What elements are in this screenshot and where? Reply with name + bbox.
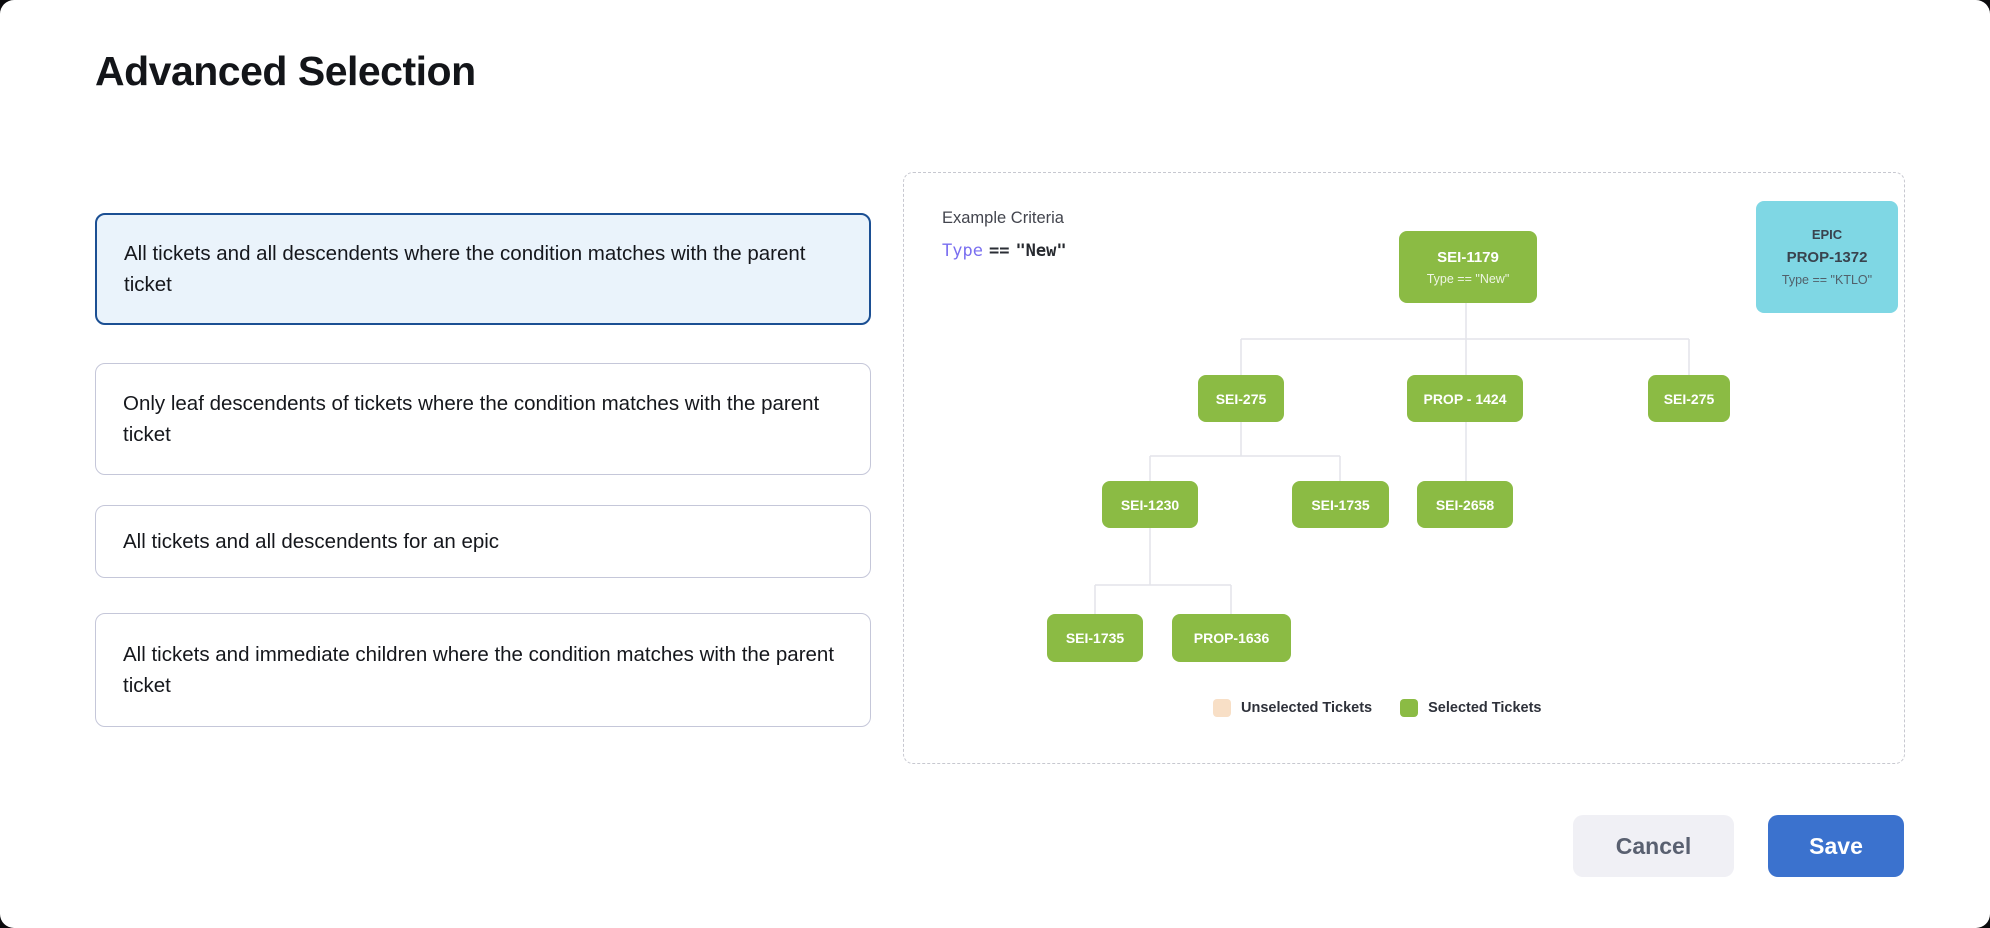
epic-criteria: Type == "KTLO" bbox=[1781, 273, 1873, 287]
legend: Unselected Tickets Selected Tickets bbox=[1213, 699, 1542, 717]
tree-node: SEI-1230 bbox=[1102, 481, 1198, 528]
save-button[interactable]: Save bbox=[1768, 815, 1904, 877]
ticket-id: SEI-1735 bbox=[1311, 496, 1370, 513]
option-leaf-descendents-condition[interactable]: Only leaf descendents of tickets where t… bbox=[95, 363, 871, 475]
tree-node: SEI-1735 bbox=[1292, 481, 1389, 528]
legend-label: Selected Tickets bbox=[1428, 700, 1542, 716]
option-label: All tickets and immediate children where… bbox=[123, 643, 835, 697]
legend-item-selected: Selected Tickets bbox=[1400, 699, 1542, 717]
ticket-id: PROP - 1424 bbox=[1423, 390, 1507, 407]
epic-type-label: EPIC bbox=[1811, 227, 1843, 242]
option-all-descendents-epic[interactable]: All tickets and all descendents for an e… bbox=[95, 505, 871, 578]
legend-label: Unselected Tickets bbox=[1241, 700, 1373, 716]
tree-node: SEI-275 bbox=[1648, 375, 1730, 422]
ticket-id: SEI-1735 bbox=[1065, 630, 1125, 646]
option-all-descendents-condition[interactable]: All tickets and all descendents where th… bbox=[95, 213, 871, 325]
option-label: Only leaf descendents of tickets where t… bbox=[123, 392, 820, 446]
tree-node: SEI-1735 bbox=[1047, 614, 1143, 662]
ticket-criteria: Type == "New" bbox=[1426, 271, 1510, 286]
tree-node: PROP-1636 bbox=[1172, 614, 1291, 662]
option-label: All tickets and all descendents where th… bbox=[124, 242, 806, 296]
criteria-expression: Type=="New" bbox=[942, 241, 1067, 261]
epic-card: EPIC PROP-1372 Type == "KTLO" bbox=[1756, 201, 1898, 313]
tree-node-root: SEI-1179 Type == "New" bbox=[1399, 231, 1537, 303]
example-criteria-panel: Example Criteria Type=="New" EPIC PROP-1… bbox=[903, 172, 1905, 764]
tree-node: PROP - 1424 bbox=[1407, 375, 1523, 422]
ticket-id: SEI-275 bbox=[1215, 390, 1267, 407]
ticket-id: SEI-2658 bbox=[1435, 496, 1495, 513]
criteria-field: Type bbox=[942, 241, 983, 261]
epic-id: PROP-1372 bbox=[1786, 249, 1868, 266]
unselected-tickets-swatch bbox=[1213, 699, 1231, 717]
criteria-value: "New" bbox=[1015, 241, 1067, 261]
example-criteria-heading: Example Criteria bbox=[942, 209, 1064, 227]
option-label: All tickets and all descendents for an e… bbox=[123, 530, 500, 553]
option-immediate-children-condition[interactable]: All tickets and immediate children where… bbox=[95, 613, 871, 727]
ticket-id: SEI-1179 bbox=[1437, 248, 1499, 266]
tree-node: SEI-275 bbox=[1198, 375, 1284, 422]
ticket-id: SEI-1230 bbox=[1120, 496, 1180, 513]
tree-node: SEI-2658 bbox=[1417, 481, 1513, 528]
criteria-operator: == bbox=[988, 241, 1010, 261]
legend-item-unselected: Unselected Tickets bbox=[1213, 699, 1372, 717]
page-title: Advanced Selection bbox=[95, 48, 476, 94]
ticket-id: SEI-275 bbox=[1663, 390, 1715, 407]
selected-tickets-swatch bbox=[1400, 699, 1419, 717]
cancel-button[interactable]: Cancel bbox=[1573, 815, 1734, 877]
ticket-id: PROP-1636 bbox=[1193, 630, 1270, 646]
